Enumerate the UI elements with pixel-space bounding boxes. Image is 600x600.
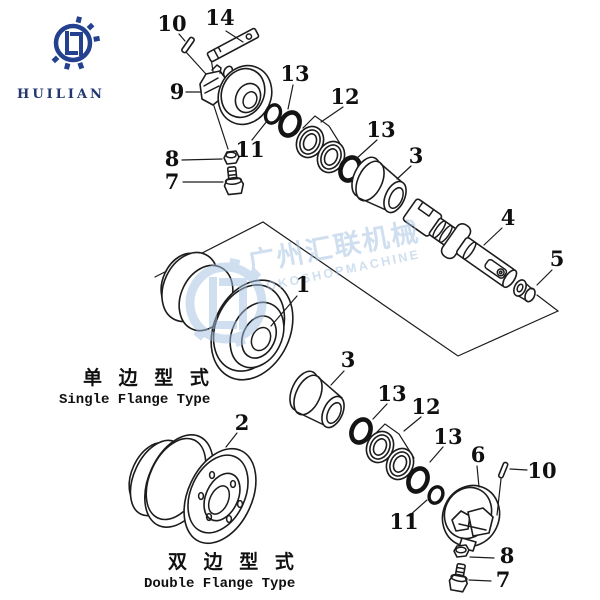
part-shaft	[402, 198, 518, 289]
part-pin-top	[181, 36, 195, 54]
part-bolt-top	[223, 166, 245, 196]
callout-bracket: 9	[170, 79, 185, 104]
lower-assembly	[128, 370, 509, 593]
part-oring-d	[406, 466, 430, 494]
part-nut-top	[223, 150, 240, 165]
part-bolt-bottom	[448, 562, 468, 593]
callout-roller-single: 1	[296, 272, 311, 297]
brand-name: HUILIAN	[17, 87, 105, 102]
part-oring-small-top	[263, 103, 283, 125]
callout-bearings-bottom: 12	[411, 394, 440, 419]
caption-single-cn: 单 边 型 式	[83, 366, 214, 389]
part-bushing-bottom	[289, 370, 345, 429]
callout-nut-top: 8	[165, 146, 180, 171]
caption-double-en: Double Flange Type	[144, 576, 295, 592]
bracket-bolt-line	[213, 105, 229, 150]
callout-pin-top: 10	[157, 11, 186, 36]
brand-logo: HUILIAN	[17, 16, 105, 102]
callout-labels: 10 14 9 8 7 11 13 12 13 3 4 5 1 2 3 13 1…	[157, 5, 564, 592]
part-roller-double	[128, 434, 257, 545]
callout-end-cap: 6	[471, 442, 486, 467]
caption-double-cn: 双 边 型 式	[168, 550, 299, 573]
captions: 单 边 型 式 Single Flange Type 双 边 型 式 Doubl…	[59, 366, 299, 592]
callout-roller-double: 2	[235, 410, 250, 435]
callout-oring-a: 13	[280, 61, 309, 86]
callout-bushing-bottom: 3	[341, 347, 356, 372]
callout-bolt-bottom: 7	[496, 567, 511, 592]
callout-bar: 14	[205, 5, 234, 30]
callout-bearings-top: 12	[330, 84, 359, 109]
callout-pin-bottom: 10	[527, 458, 556, 483]
part-oring-a	[278, 110, 302, 138]
callout-oring-d: 13	[433, 424, 462, 449]
part-bearings-bottom	[365, 423, 415, 481]
callout-oring-c: 13	[377, 381, 406, 406]
part-oring-c	[349, 417, 373, 445]
callout-oring-small-bottom: 11	[389, 509, 418, 534]
part-oring-small-bottom	[427, 485, 445, 505]
part-bushing-top	[351, 156, 407, 214]
callout-bushing-top: 3	[409, 143, 424, 168]
construction-lines	[154, 221, 560, 357]
callout-bolt-top: 7	[165, 169, 180, 194]
part-bearings-top	[295, 115, 346, 174]
brand-logo-icon	[51, 16, 101, 70]
leader-lines	[178, 30, 553, 582]
callout-plug: 5	[550, 246, 565, 271]
callout-nut-bottom: 8	[500, 543, 515, 568]
part-lock-bar	[206, 27, 260, 63]
callout-oring-b: 13	[366, 117, 395, 142]
part-pin-bottom	[496, 461, 509, 516]
part-nut-bottom	[453, 544, 470, 558]
part-plug	[513, 279, 536, 303]
callout-shaft: 4	[501, 205, 516, 230]
callout-oring-small-top: 11	[235, 137, 264, 162]
watermark-logo-icon	[185, 257, 267, 347]
part-end-cap	[441, 484, 501, 552]
caption-single-en: Single Flange Type	[59, 392, 210, 408]
